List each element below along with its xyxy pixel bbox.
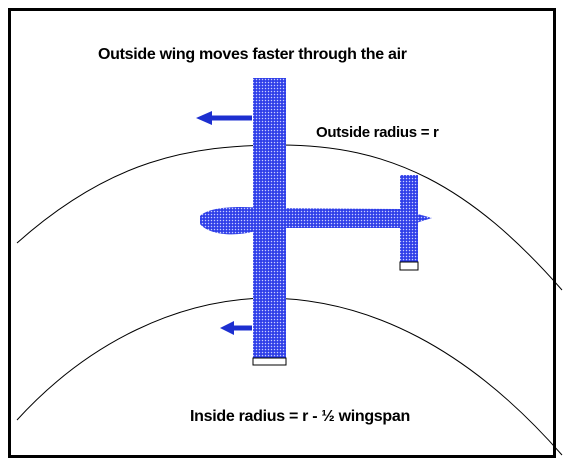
tail-stabilizer [400,175,418,262]
tail-stabilizer-tip [399,261,419,271]
outer-wing-velocity-arrow [196,111,252,125]
inside-radius-label: Inside radius = r - ½ wingspan [190,408,410,425]
main-wing-tip [252,357,287,366]
inner-turn-arc [16,297,563,456]
diagram-title: Outside wing moves faster through the ai… [98,46,407,63]
fuselage [200,206,432,235]
outside-radius-label: Outside radius = r [316,124,439,141]
inner-wing-velocity-arrow [220,321,252,335]
main-wing [253,78,286,358]
